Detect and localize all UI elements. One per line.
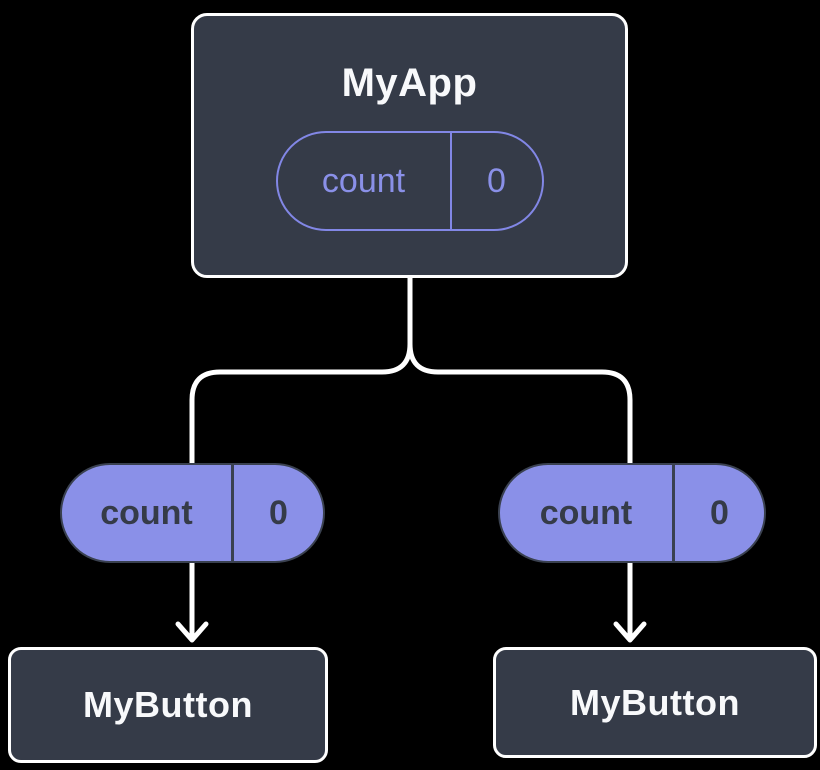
state-name: count xyxy=(100,494,193,532)
state-name: count xyxy=(321,161,406,200)
arrow-down-icon xyxy=(175,621,209,643)
wire-root-to-right-child xyxy=(407,275,633,639)
node-title: MyButton xyxy=(83,684,253,726)
state-value: 0 xyxy=(672,465,764,561)
node-mybutton-right: MyButton xyxy=(493,647,817,758)
state-pill-root: count 0 xyxy=(275,130,544,231)
state-value: 0 xyxy=(231,465,323,561)
state-name: count xyxy=(539,494,633,532)
node-title: MyApp xyxy=(341,60,478,105)
node-myapp: MyApp count 0 xyxy=(191,13,628,278)
node-mybutton-left: MyButton xyxy=(8,647,328,763)
node-title: MyButton xyxy=(570,681,740,723)
arrow-down-icon xyxy=(613,621,647,643)
wire-root-to-left-child xyxy=(189,275,413,639)
state-pill-right-child: count 0 xyxy=(498,463,766,563)
state-value: 0 xyxy=(449,132,542,229)
state-pill-left-child: count 0 xyxy=(60,463,325,563)
